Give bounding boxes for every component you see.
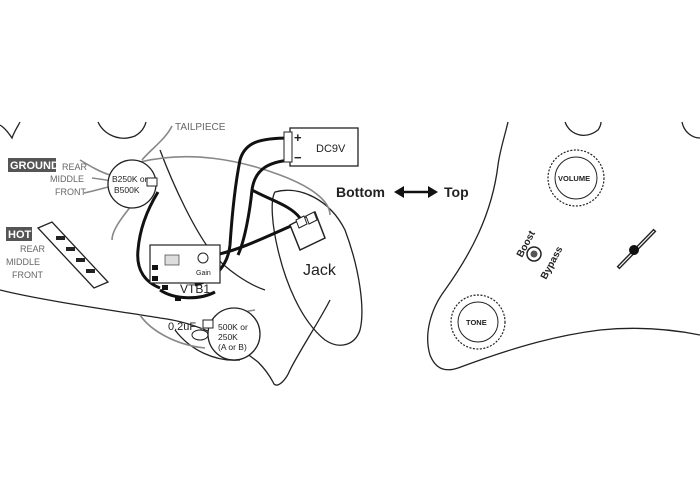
battery-snap (283, 131, 293, 163)
volume-pot: B250K or B500K (107, 159, 158, 209)
arrow-head-left (394, 186, 404, 198)
toggle-switch-icon (526, 246, 542, 262)
volume-knob-inner (554, 156, 598, 200)
battery-body (289, 127, 359, 167)
tone-knob-inner (457, 301, 499, 343)
vtb1-terminal-2 (152, 276, 158, 281)
vtb1-label: VTB1 (180, 282, 210, 296)
wire-board-loop (159, 288, 216, 300)
hot-middle-label: MIDDLE (6, 257, 40, 267)
tone-pot: 500K or 250K (A or B) (202, 307, 261, 361)
hot-rear-label: REAR (20, 244, 46, 254)
battery: + − DC9V (283, 127, 359, 167)
selector-lug-2 (66, 247, 75, 251)
ground-middle-label: MIDDLE (50, 174, 84, 184)
vtb1-board: Gain (149, 244, 221, 301)
toggle-center (530, 250, 538, 258)
vtb1-terminal-1 (152, 265, 158, 270)
tone-pot-value-2: 250K (218, 332, 238, 342)
ground-rear-label: REAR (62, 162, 88, 172)
jack-label: Jack (303, 262, 337, 279)
volume-knob-label: VOLUME (558, 174, 590, 183)
guitar-body-bottom (0, 121, 363, 386)
pot-value-top: B250K or (112, 174, 148, 184)
wire-tailpiece (141, 125, 173, 161)
selector-body (36, 221, 110, 289)
tailpiece-label: TAILPIECE (175, 122, 226, 133)
wire-battery-to-jack (251, 188, 302, 219)
wire-pot-to-body (111, 204, 133, 241)
top-notch-2 (681, 121, 700, 139)
pot-value-bottom: B500K (114, 185, 140, 195)
selector-lug-4 (86, 269, 95, 273)
wire-lower-loop (139, 314, 206, 349)
gain-trimmer (197, 252, 209, 264)
vtb1-chip (164, 254, 180, 266)
hot-label: HOT (8, 229, 32, 241)
wire-pot-to-board (136, 191, 161, 290)
top-label: Top (444, 184, 469, 200)
bypass-label: Bypass (539, 244, 566, 281)
vtb1-board-body (149, 244, 221, 284)
tone-pot-value-1: 500K or (218, 322, 248, 332)
vtb1-terminal-4 (175, 296, 181, 301)
top-notch-1 (564, 121, 602, 136)
output-jack (289, 210, 326, 252)
tone-pot-lug (202, 319, 214, 329)
tone-pot-body (207, 307, 261, 361)
ground-badge (8, 158, 56, 172)
guitar-body-top (427, 121, 700, 371)
selector-lug-1 (56, 236, 65, 240)
gain-label: Gain (196, 270, 211, 277)
wire-ground-loop (139, 155, 331, 216)
capacitor (191, 329, 209, 341)
bottom-label: Bottom (336, 184, 385, 200)
jack-lug-2 (305, 211, 318, 225)
ground-front-label: FRONT (55, 187, 86, 197)
pickup-selector-icon (36, 221, 110, 289)
hot-badge (6, 227, 32, 241)
body-upper-curve (97, 121, 147, 139)
body-outline-left (0, 121, 331, 386)
arrow-head-right (428, 186, 438, 198)
battery-label: DC9V (316, 143, 346, 155)
tone-knob-icon: TONE (450, 294, 506, 350)
jack-cavity (271, 189, 363, 346)
tone-pot-value-3: (A or B) (218, 342, 247, 352)
volume-pot-lug (146, 177, 158, 187)
battery-minus: − (294, 150, 302, 165)
selector-lug-3 (76, 258, 85, 262)
ground-label: GROUND (10, 160, 59, 172)
jack-lug-1 (295, 215, 308, 229)
hot-front-label: FRONT (12, 270, 43, 280)
battery-plus: + (294, 130, 302, 145)
volume-knob-icon: VOLUME (547, 149, 605, 207)
black-wires (136, 136, 302, 300)
wire-battery-plus (194, 136, 291, 287)
wire-rear (79, 159, 111, 176)
vtb1-terminal-3 (162, 285, 168, 290)
body-outline-right (427, 121, 700, 371)
double-arrow-icon (394, 186, 438, 198)
cap-label: 0.2uF (168, 321, 196, 333)
wire-battery-minus (236, 158, 291, 256)
pickup-selector-lever-icon (616, 228, 657, 270)
lever-tip (629, 245, 639, 255)
tone-knob-label: TONE (466, 318, 487, 327)
